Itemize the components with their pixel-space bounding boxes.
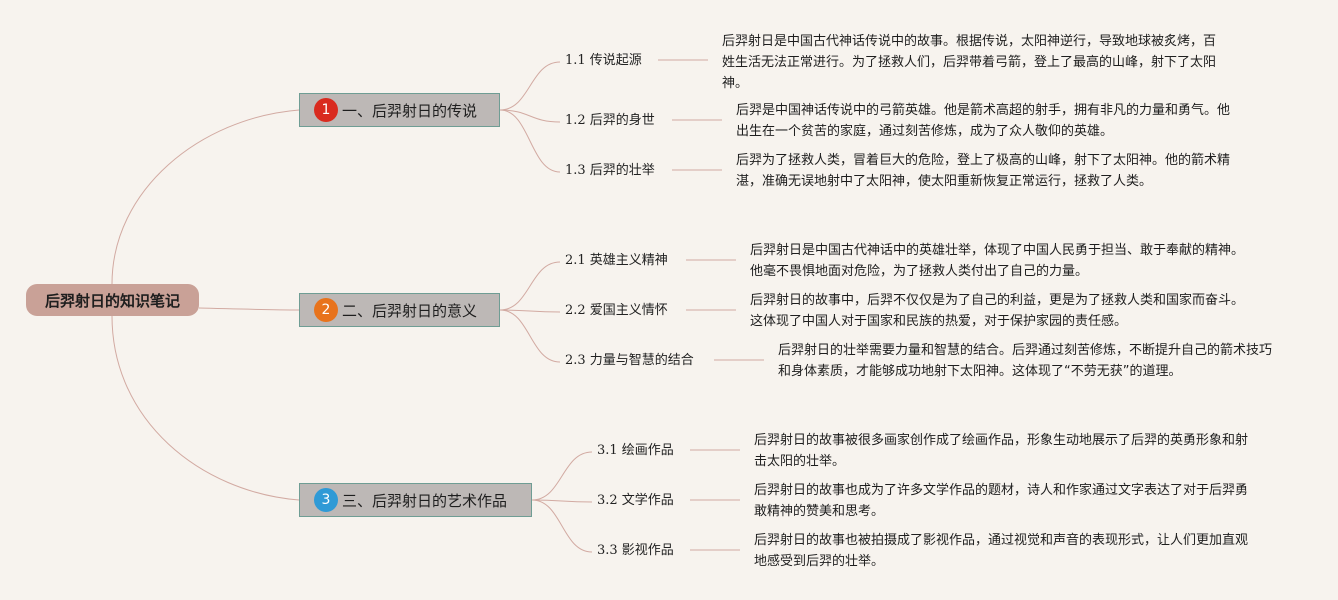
topic-2-1[interactable]: 2.1 英雄主义精神 (565, 253, 668, 268)
branch-node-3[interactable]: 3 三、后羿射日的艺术作品 (299, 483, 532, 517)
topic-desc-2-1: 后羿射日是中国古代神话中的英雄壮举，体现了中国人民勇于担当、敢于奉献的精神。他毫… (750, 243, 1245, 279)
root-node[interactable]: 后羿射日的知识笔记 (26, 284, 199, 316)
connector-branch-1-topic-3 (499, 109, 561, 173)
connector-branch-2-topic-1 (499, 261, 561, 311)
topic-desc-3-3: 后羿射日的故事也被拍摄成了影视作品，通过视觉和声音的表现形式，让人们更加直观地感… (754, 533, 1249, 569)
connector-root-branch-3 (111, 315, 300, 501)
topic-desc-2-3: 后羿射日的壮举需要力量和智慧的结合。后羿通过刻苦修炼，不断提升自己的箭术技巧和身… (778, 343, 1273, 379)
connector-branch-3-topic-3 (531, 499, 593, 553)
connector-root-branch-2 (198, 307, 300, 311)
topic-3-1[interactable]: 3.1 绘画作品 (597, 443, 674, 458)
topic-desc-1-2: 后羿是中国神话传说中的弓箭英雄。他是箭术高超的射手，拥有非凡的力量和勇气。他出生… (736, 103, 1231, 139)
branch-node-1[interactable]: 1 一、后羿射日的传说 (299, 93, 500, 127)
topic-1-3[interactable]: 1.3 后羿的壮举 (565, 163, 655, 178)
topic-3-2[interactable]: 3.2 文学作品 (597, 493, 674, 508)
branch-label-1: 一、后羿射日的传说 (342, 101, 478, 120)
connector-branch-2-topic-3 (499, 309, 561, 363)
connector-branch-1-topic-2 (499, 109, 561, 123)
topic-desc-1-3: 后羿为了拯救人类，冒着巨大的危险，登上了极高的山峰，射下了太阳神。他的箭术精湛，… (736, 153, 1231, 189)
topic-1-1[interactable]: 1.1 传说起源 (565, 53, 642, 68)
branch-label-2: 二、后羿射日的意义 (342, 301, 478, 320)
connector-branch-3-topic-1 (531, 451, 593, 501)
topic-desc-2-2: 后羿射日的故事中，后羿不仅仅是为了自己的利益，更是为了拯救人类和国家而奋斗。这体… (750, 293, 1245, 329)
badge-2: 2 (314, 298, 338, 322)
branch-label-3: 三、后羿射日的艺术作品 (342, 491, 508, 510)
topic-1-2[interactable]: 1.2 后羿的身世 (565, 113, 655, 128)
connector-branch-1-topic-1 (499, 61, 561, 111)
topic-3-3[interactable]: 3.3 影视作品 (597, 543, 674, 558)
badge-3: 3 (314, 488, 338, 512)
connector-branch-2-topic-2 (499, 309, 561, 313)
topic-desc-3-2: 后羿射日的故事也成为了许多文学作品的题材，诗人和作家通过文字表达了对于后羿勇敢精… (754, 483, 1249, 519)
badge-1: 1 (314, 98, 338, 122)
topic-desc-1-1: 后羿射日是中国古代神话传说中的故事。根据传说，太阳神逆行，导致地球被炙烤，百姓生… (722, 34, 1217, 91)
connector-root-branch-1 (111, 109, 300, 285)
branch-node-2[interactable]: 2 二、后羿射日的意义 (299, 293, 500, 327)
root-label: 后羿射日的知识笔记 (44, 291, 180, 310)
topic-2-3[interactable]: 2.3 力量与智慧的结合 (565, 353, 694, 368)
topic-2-2[interactable]: 2.2 爱国主义情怀 (565, 303, 668, 318)
topic-desc-3-1: 后羿射日的故事被很多画家创作成了绘画作品，形象生动地展示了后羿的英勇形象和射击太… (754, 433, 1249, 469)
connector-branch-3-topic-2 (531, 499, 593, 503)
